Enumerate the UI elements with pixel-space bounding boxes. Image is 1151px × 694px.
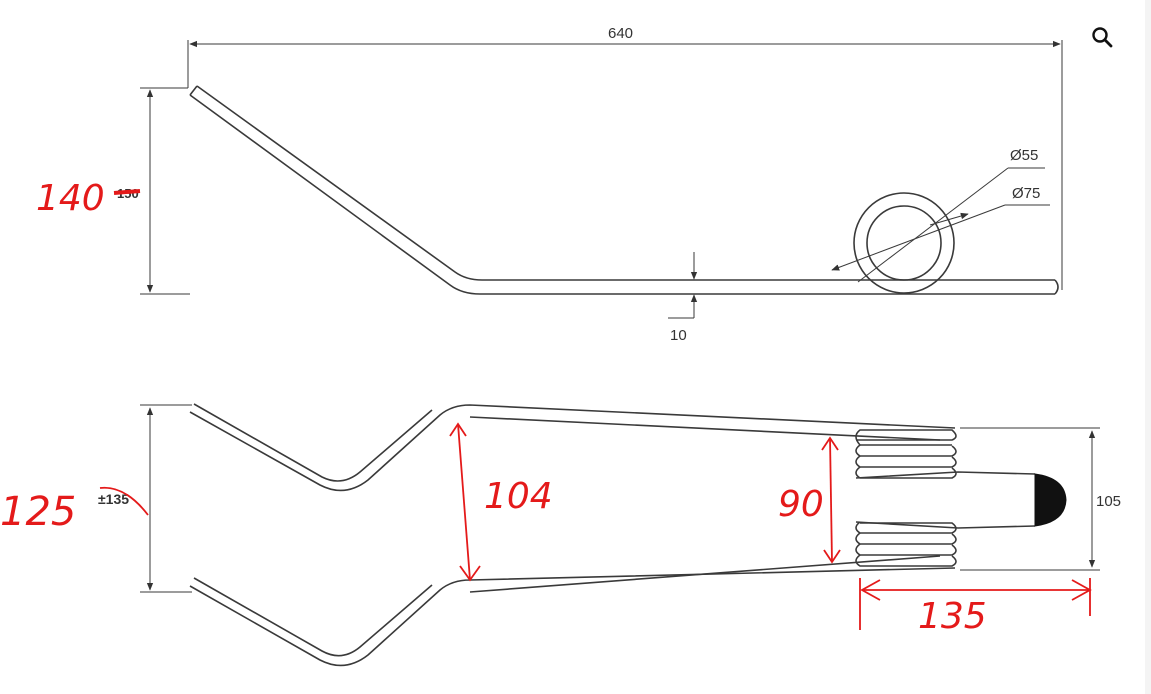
wire-tip-cap — [1034, 473, 1067, 527]
top-view — [140, 403, 1100, 667]
coil-gap-handwritten-label: 90 — [778, 484, 824, 525]
coil-length-handwritten-label: 135 — [918, 596, 987, 637]
scrollbar-track[interactable] — [1145, 0, 1151, 694]
top-upper-wire-outer — [189, 404, 956, 492]
height-strike — [113, 189, 141, 195]
inner-span-handwritten-label: 104 — [484, 476, 553, 517]
coil-outer-circle — [853, 192, 955, 294]
top-lower-wire-inner — [193, 577, 433, 657]
dia75-leader — [831, 204, 1006, 271]
dia55-label: Ø55 — [1010, 147, 1038, 164]
side-view — [140, 40, 1063, 319]
red-annotations — [99, 422, 1092, 630]
coil-inner-circle — [866, 205, 942, 281]
height-handwritten-label: 140 — [36, 178, 105, 219]
length-label: 640 — [608, 25, 633, 42]
coil-width-label: 105 — [1096, 493, 1121, 510]
width-handwritten-label: 125 — [0, 489, 76, 535]
search-button[interactable] — [1087, 22, 1117, 52]
dia55-leader — [857, 167, 1009, 283]
side-wire-start-cap — [189, 85, 198, 96]
magnifier-icon — [1092, 27, 1113, 48]
thickness-label: 10 — [670, 327, 687, 344]
top-upper-wire-inner — [193, 403, 433, 482]
side-wire-end-cap — [1054, 279, 1059, 295]
side-wire-outer — [189, 94, 1055, 295]
width-original-label: ±135 — [98, 491, 129, 507]
top-lower-wire-outer — [189, 567, 956, 667]
side-wire-inner — [196, 85, 1055, 281]
dia75-label: Ø75 — [1012, 185, 1040, 202]
